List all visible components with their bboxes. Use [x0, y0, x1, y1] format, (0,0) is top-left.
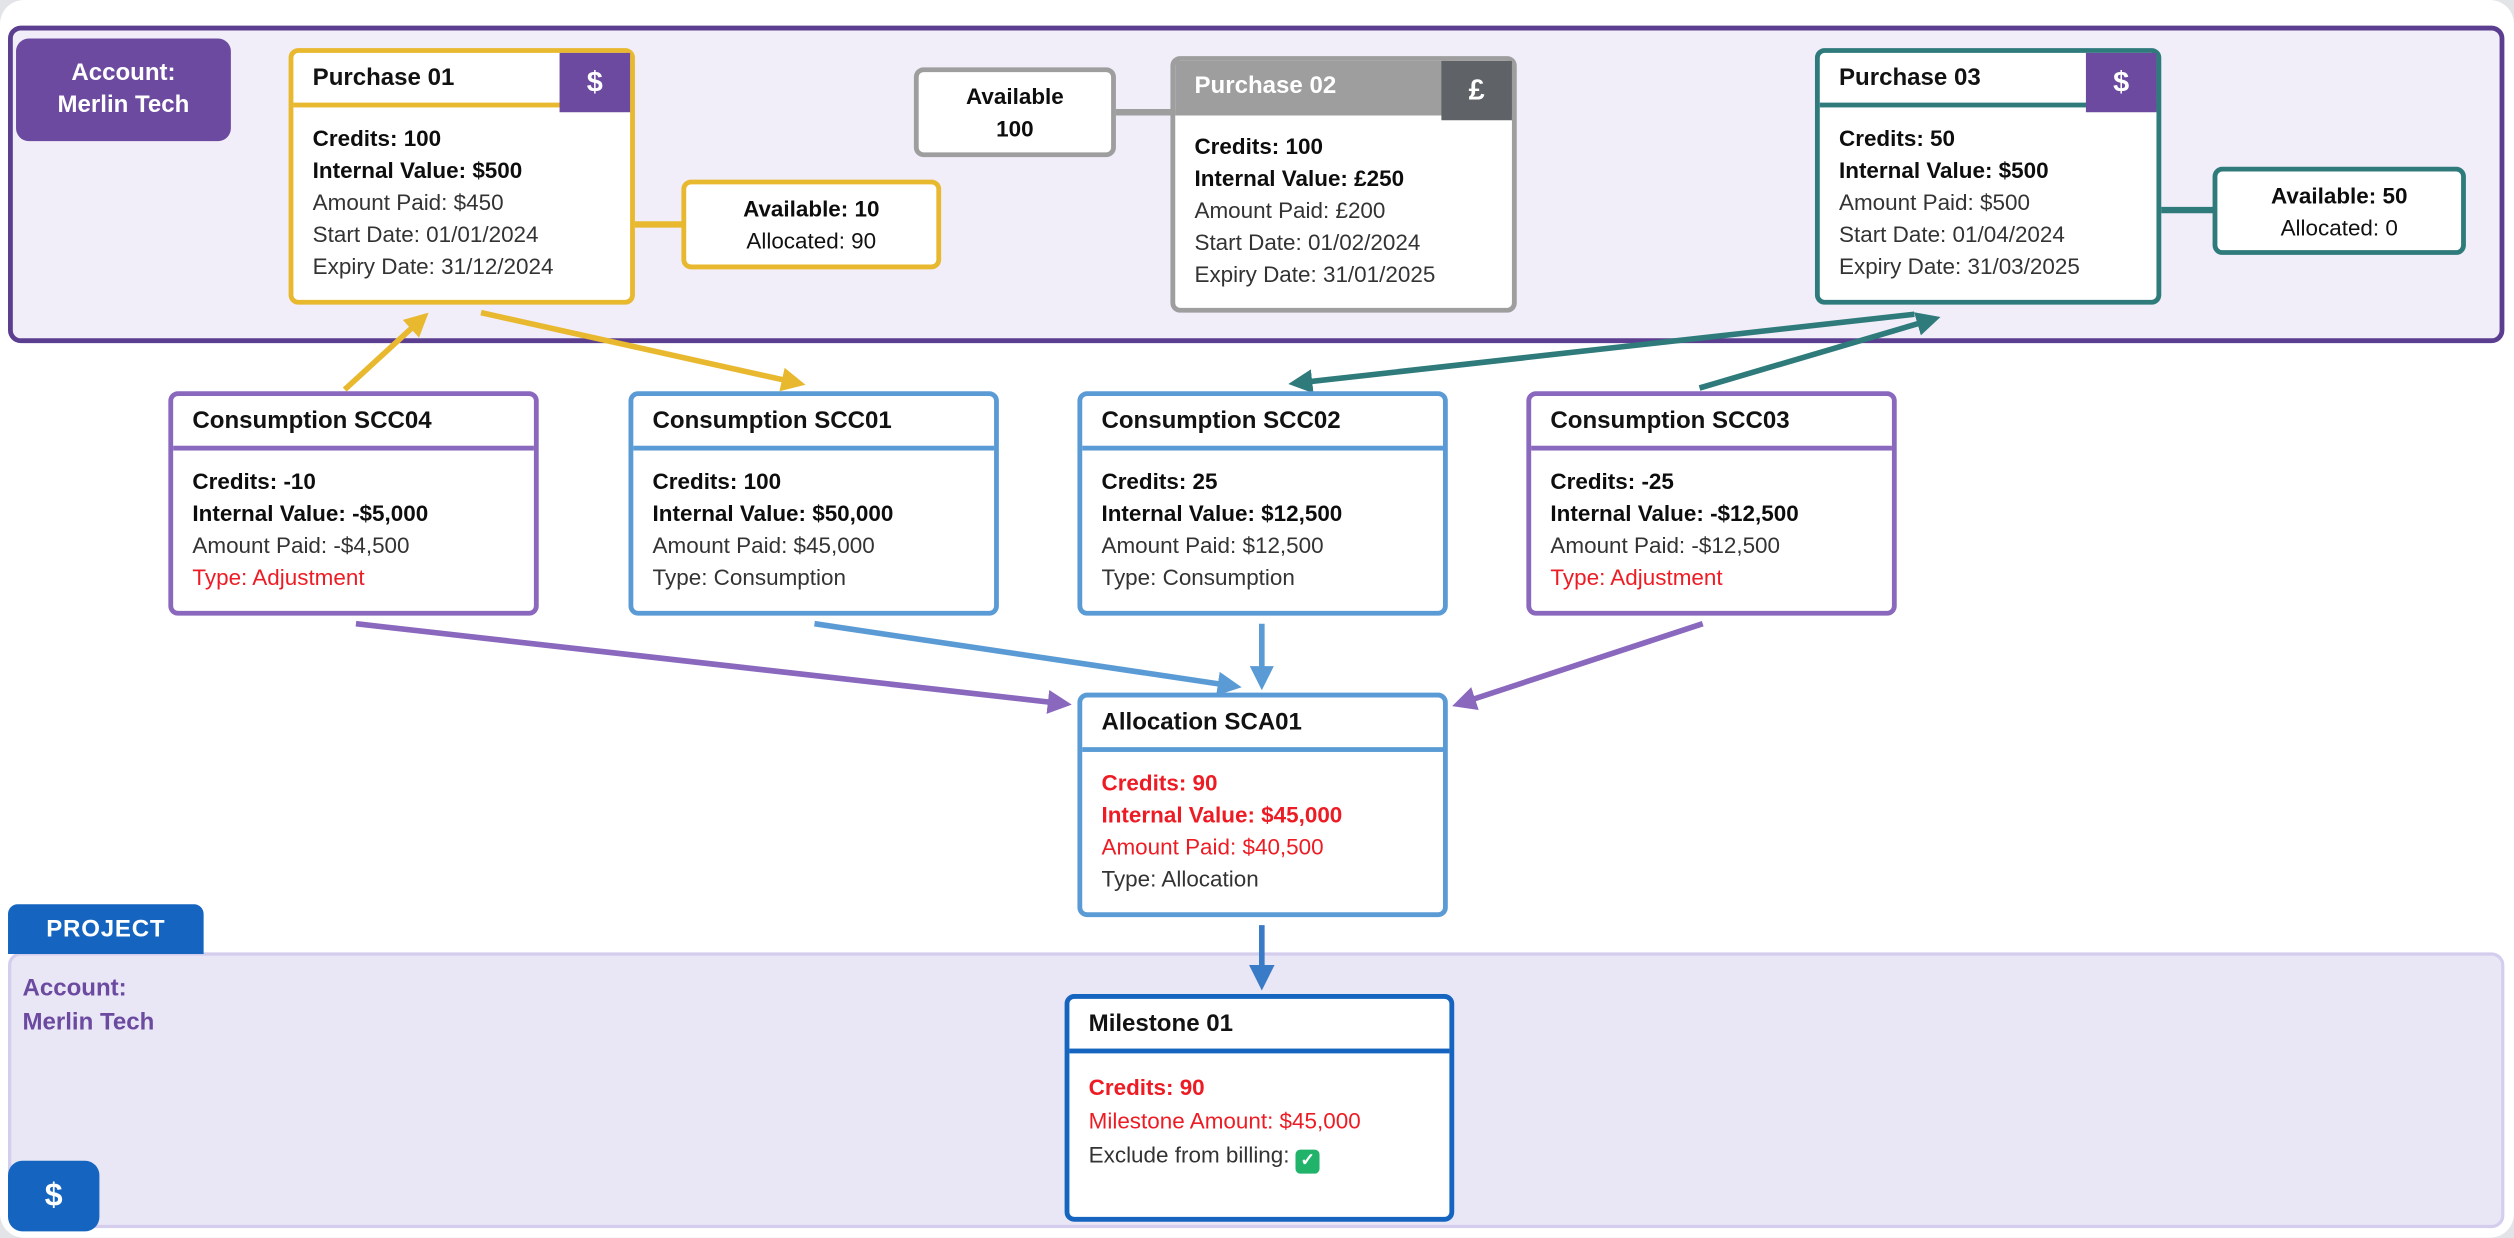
type-line: Type: Adjustment — [192, 564, 365, 591]
consumption-scc01-header: Consumption SCC01 — [633, 396, 995, 451]
account-badge-line1: Account: — [71, 59, 176, 87]
amount-paid-line: Amount Paid: $450 — [312, 189, 504, 215]
exclude-from-billing-label: Exclude from billing: — [1088, 1141, 1290, 1168]
purchase-02-details: Credits: 100 Internal Value: £250 Amount… — [1175, 115, 1512, 307]
consumption-scc02-title: Consumption SCC02 — [1101, 407, 1341, 435]
milestone-01-details: Credits: 90 Milestone Amount: $45,000 Ex… — [1069, 1053, 1449, 1196]
internal-value-line: Internal Value: -$12,500 — [1550, 500, 1799, 526]
available-line: Available: 10 — [743, 195, 880, 222]
purchase-02-availability-box: Available 100 — [913, 67, 1116, 158]
dollar-icon: $ — [559, 52, 631, 113]
internal-value-line: Internal Value: -$5,000 — [192, 500, 429, 526]
amount-paid-line: Amount Paid: $40,500 — [1101, 833, 1324, 860]
milestone-01-title: Milestone 01 — [1088, 1010, 1234, 1038]
purchase-01-card: Purchase 01 $ Credits: 100 Internal Valu… — [288, 48, 635, 305]
project-account-label: Account: Merlin Tech — [22, 972, 154, 1039]
exclude-from-billing-line: Exclude from billing: ✓ — [1088, 1138, 1431, 1174]
amount-paid-line: Amount Paid: £200 — [1194, 197, 1386, 223]
internal-value-line: Internal Value: $12,500 — [1101, 500, 1343, 526]
project-account-line2: Merlin Tech — [22, 1008, 155, 1036]
consumption-scc02-details: Credits: 25 Internal Value: $12,500 Amou… — [1082, 451, 1443, 611]
account-badge-line2: Merlin Tech — [57, 91, 190, 119]
available-value: 100 — [996, 115, 1034, 142]
allocation-sca01-card: Allocation SCA01 Credits: 90 Internal Va… — [1077, 692, 1448, 918]
credits-line: Credits: 50 — [1839, 125, 1956, 151]
type-line: Type: Consumption — [652, 564, 846, 591]
credits-line: Credits: 25 — [1101, 468, 1218, 494]
milestone-amount-line: Milestone Amount: $45,000 — [1088, 1107, 1361, 1134]
internal-value-line: Internal Value: $45,000 — [1101, 801, 1343, 828]
amount-paid-line: Amount Paid: $500 — [1839, 189, 2030, 215]
consumption-scc04-details: Credits: -10 Internal Value: -$5,000 Amo… — [173, 451, 534, 611]
allocation-sca01-header: Allocation SCA01 — [1082, 697, 1443, 752]
consumption-scc03-card: Consumption SCC03 Credits: -25 Internal … — [1526, 391, 1897, 616]
consumption-scc01-card: Consumption SCC01 Credits: 100 Internal … — [628, 391, 999, 616]
consumption-scc01-title: Consumption SCC01 — [652, 407, 892, 435]
purchase-03-details: Credits: 50 Internal Value: $500 Amount … — [1820, 107, 2157, 299]
credits-line: Credits: 90 — [1101, 769, 1218, 796]
type-line: Type: Adjustment — [1550, 564, 1723, 591]
internal-value-line: Internal Value: £250 — [1194, 165, 1405, 191]
type-line: Type: Consumption — [1101, 564, 1295, 591]
consumption-scc04-card: Consumption SCC04 Credits: -10 Internal … — [168, 391, 539, 616]
consumption-scc02-header: Consumption SCC02 — [1082, 396, 1443, 451]
expiry-date-line: Expiry Date: 31/12/2024 — [312, 253, 554, 279]
purchase-01-details: Credits: 100 Internal Value: $500 Amount… — [293, 107, 630, 299]
purchase-02-header: Purchase 02 £ — [1175, 60, 1512, 121]
allocated-line: Allocated: 90 — [746, 227, 877, 254]
type-line: Type: Allocation — [1101, 865, 1259, 892]
purchase-01-header: Purchase 01 $ — [293, 52, 631, 113]
purchase-01-availability-box: Available: 10 Allocated: 90 — [681, 179, 942, 270]
dollar-icon: $ — [2085, 52, 2157, 113]
available-label: Available — [966, 83, 1064, 110]
purchase-01-title: Purchase 01 — [312, 64, 455, 92]
credits-line: Credits: 100 — [1194, 133, 1323, 159]
consumption-scc03-details: Credits: -25 Internal Value: -$12,500 Am… — [1531, 451, 1892, 611]
consumption-scc04-title: Consumption SCC04 — [192, 407, 432, 435]
start-date-line: Start Date: 01/02/2024 — [1194, 229, 1421, 255]
start-date-line: Start Date: 01/04/2024 — [1839, 221, 2065, 247]
consumption-scc04-header: Consumption SCC04 — [173, 396, 534, 451]
credits-line: Credits: 100 — [652, 468, 782, 494]
amount-paid-line: Amount Paid: -$4,500 — [192, 532, 410, 558]
credits-line: Credits: -25 — [1550, 468, 1674, 494]
consumption-scc01-details: Credits: 100 Internal Value: $50,000 Amo… — [633, 451, 994, 611]
checkbox-checked-icon: ✓ — [1295, 1149, 1320, 1174]
purchase-02-card: Purchase 02 £ Credits: 100 Internal Valu… — [1170, 56, 1517, 313]
project-badge: PROJECT — [8, 904, 204, 954]
allocation-sca01-title: Allocation SCA01 — [1101, 708, 1302, 736]
account-badge: Account: Merlin Tech — [16, 38, 231, 142]
consumption-scc03-header: Consumption SCC03 — [1531, 396, 1892, 451]
credits-line: Credits: 100 — [312, 125, 442, 151]
purchase-02-title: Purchase 02 — [1194, 72, 1337, 100]
internal-value-line: Internal Value: $500 — [312, 157, 523, 183]
allocation-sca01-details: Credits: 90 Internal Value: $45,000 Amou… — [1082, 752, 1443, 912]
project-account-line1: Account: — [22, 974, 127, 1003]
expiry-date-line: Expiry Date: 31/01/2025 — [1194, 261, 1436, 287]
purchase-03-availability-box: Available: 50 Allocated: 0 — [2212, 166, 2466, 255]
pound-icon: £ — [1441, 60, 1512, 121]
consumption-scc02-card: Consumption SCC02 Credits: 25 Internal V… — [1077, 391, 1448, 616]
purchase-03-title: Purchase 03 — [1839, 64, 1981, 92]
milestone-01-card: Milestone 01 Credits: 90 Milestone Amoun… — [1064, 994, 1455, 1222]
project-dollar-icon: $ — [8, 1160, 100, 1232]
purchase-03-card: Purchase 03 $ Credits: 50 Internal Value… — [1814, 48, 2162, 305]
purchase-03-header: Purchase 03 $ — [1819, 52, 2157, 113]
expiry-date-line: Expiry Date: 31/03/2025 — [1839, 253, 2080, 279]
credits-line: Credits: -10 — [192, 468, 316, 494]
credits-line: Credits: 90 — [1088, 1074, 1205, 1100]
amount-paid-line: Amount Paid: $45,000 — [652, 532, 875, 558]
internal-value-line: Internal Value: $500 — [1839, 157, 2049, 183]
internal-value-line: Internal Value: $50,000 — [652, 500, 894, 526]
allocated-line: Allocated: 0 — [2280, 214, 2398, 240]
amount-paid-line: Amount Paid: -$12,500 — [1550, 532, 1781, 558]
available-line: Available: 50 — [2271, 181, 2408, 208]
consumption-scc03-title: Consumption SCC03 — [1550, 407, 1790, 435]
milestone-01-header: Milestone 01 — [1069, 999, 1450, 1054]
amount-paid-line: Amount Paid: $12,500 — [1101, 532, 1324, 558]
start-date-line: Start Date: 01/01/2024 — [312, 221, 539, 247]
